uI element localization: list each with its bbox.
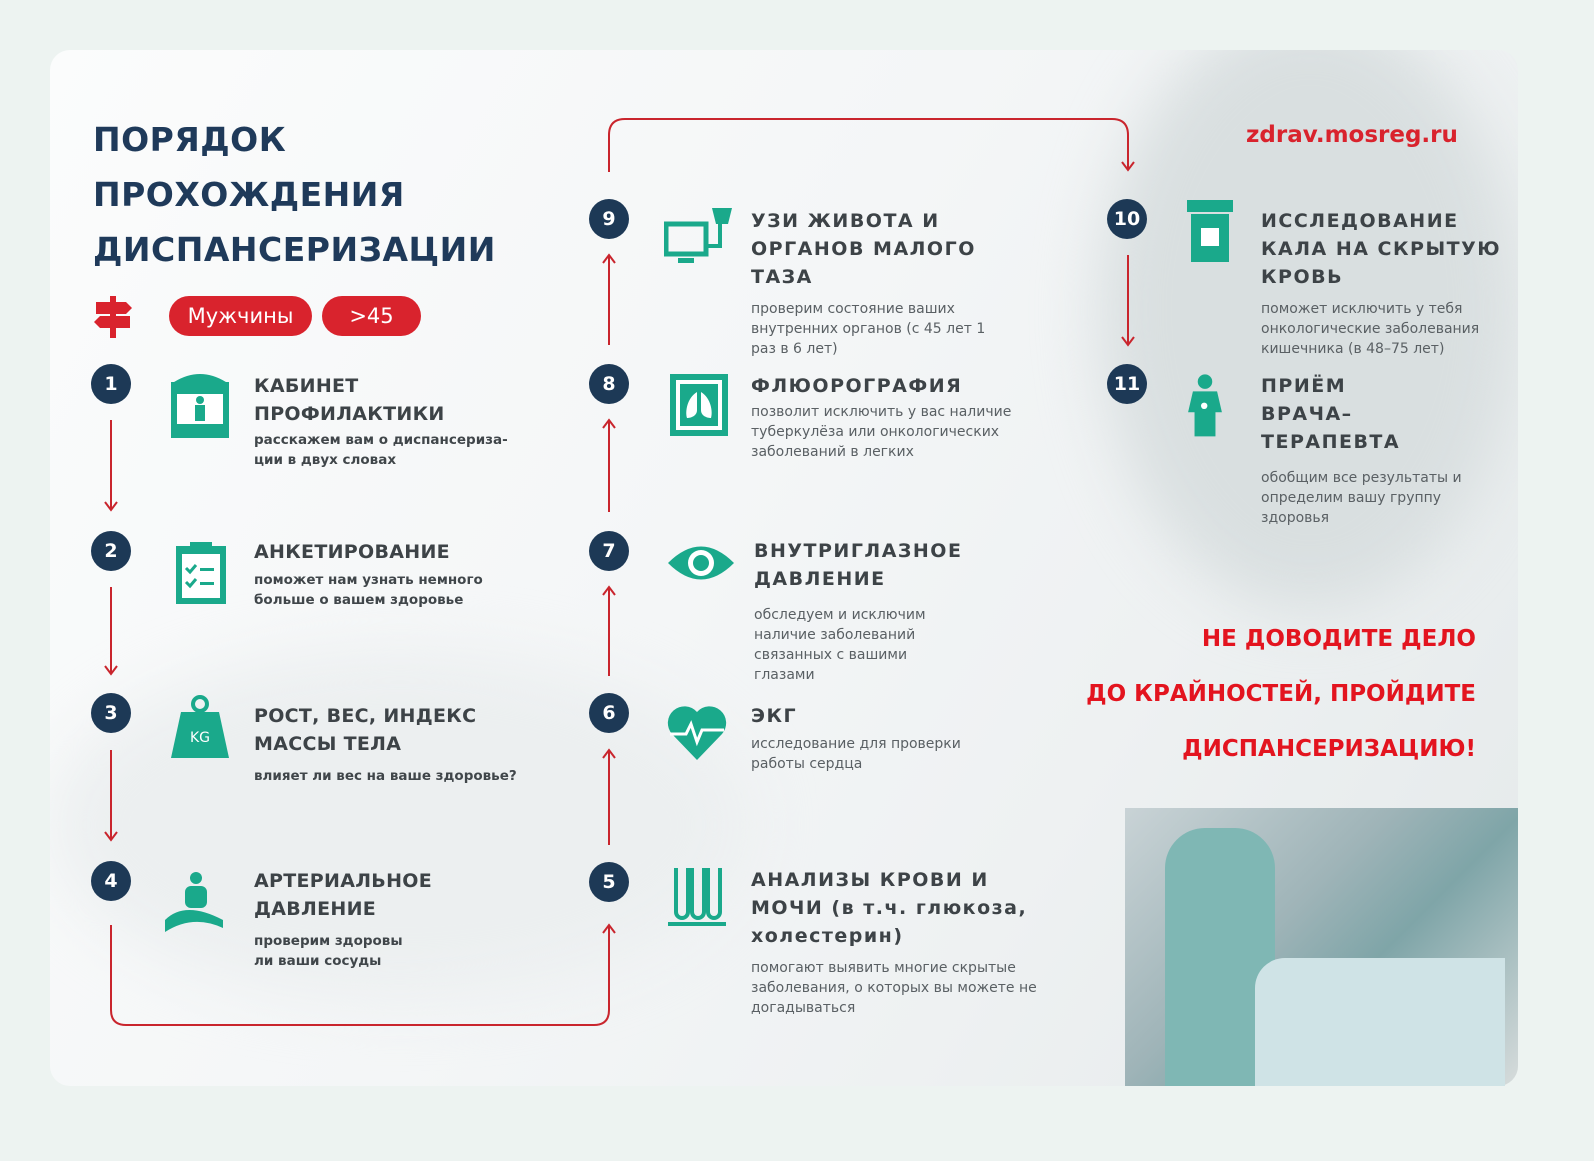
website-link[interactable]: zdrav.mosreg.ru [1246, 122, 1458, 148]
step-description: поможет нам узнать немного больше о ваше… [254, 572, 483, 608]
signpost-icon [94, 296, 132, 338]
weight-kg-icon: KG [171, 695, 229, 758]
gender-badge: Мужчины [169, 296, 312, 336]
background-hands-photo [50, 650, 750, 1000]
eye-icon [668, 546, 734, 580]
step-description: проверим состояние ваших внутренних орга… [751, 301, 986, 357]
step-card: ФЛЮОРОГРАФИЯ позволит исключить у вас нал… [751, 372, 1041, 462]
background-doctor-photo [1100, 50, 1518, 610]
heart-ecg-icon [667, 706, 727, 760]
slogan-line: НЕ ДОВОДИТЕ ДЕЛО [1201, 626, 1476, 652]
title-line: ПРОХОЖДЕНИЯ [93, 175, 405, 214]
step-card: АНАЛИЗЫ КРОВИ И МОЧИ (в т.ч. глюкоза, хо… [751, 866, 1071, 1018]
step-number: 10 [1107, 199, 1147, 239]
patient-bed [1255, 958, 1505, 1086]
call-to-action-slogan: НЕ ДОВОДИТЕ ДЕЛО ДО КРАЙНОСТЕЙ, ПРОЙДИТЕ… [1086, 612, 1476, 777]
step-description: обобщим все результаты и определим вашу … [1261, 470, 1462, 526]
step-number: 3 [91, 693, 131, 733]
hospital-photo [1125, 808, 1518, 1086]
step-title: ФЛЮОРОГРАФИЯ [751, 375, 963, 397]
step-card: АНКЕТИРОВАНИЕ поможет нам узнать немного … [254, 538, 544, 610]
step-title: КАБИНЕТ ПРОФИЛАКТИКИ [254, 375, 445, 425]
poster-card [50, 50, 1518, 1086]
page-title: ПОРЯДОК ПРОХОЖДЕНИЯ ДИСПАНСЕРИЗАЦИИ [93, 112, 496, 277]
step-title: АНАЛИЗЫ КРОВИ И МОЧИ (в т.ч. глюкоза, хо… [751, 869, 1028, 947]
step-number: 5 [589, 862, 629, 902]
step-number: 4 [91, 861, 131, 901]
step-title: ПРИЁМ ВРАЧА–ТЕРАПЕВТА [1261, 375, 1401, 453]
step-number: 1 [91, 364, 131, 404]
step-card: КАБИНЕТ ПРОФИЛАКТИКИ расскажем вам о дисп… [254, 372, 544, 470]
clipboard-checklist-icon [176, 542, 226, 604]
step-card: УЗИ ЖИВОТА И ОРГАНОВ МАЛОГО ТАЗА проверим… [751, 207, 1041, 359]
step-card: РОСТ, ВЕС, ИНДЕКС МАССЫ ТЕЛА влияет ли ве… [254, 702, 544, 786]
step-description: позволит исключить у вас наличие туберку… [751, 404, 1012, 460]
test-tubes-icon [668, 868, 726, 926]
step-number: 11 [1107, 364, 1147, 404]
step-card: ВНУТРИГЛАЗНОЕ ДАВЛЕНИЕ обследуем и исключ… [754, 537, 1044, 685]
step-card: ПРИЁМ ВРАЧА–ТЕРАПЕВТА обобщим все результ… [1261, 372, 1491, 528]
slogan-line: ДО КРАЙНОСТЕЙ, ПРОЙДИТЕ [1086, 681, 1476, 707]
step-title: ВНУТРИГЛАЗНОЕ ДАВЛЕНИЕ [754, 540, 963, 590]
step-title: АРТЕРИАЛЬНОЕ ДАВЛЕНИЕ [254, 870, 432, 920]
step-title: УЗИ ЖИВОТА И ОРГАНОВ МАЛОГО ТАЗА [751, 210, 976, 288]
step-description: помогают выявить многие скрытые заболева… [751, 960, 1037, 1016]
doctor-office-icon [171, 374, 229, 438]
step-title: РОСТ, ВЕС, ИНДЕКС МАССЫ ТЕЛА [254, 705, 477, 755]
step-title: ЭКГ [751, 705, 798, 727]
step-number: 9 [589, 199, 629, 239]
title-line: ДИСПАНСЕРИЗАЦИИ [93, 230, 496, 269]
step-number: 6 [589, 693, 629, 733]
step-card: ЭКГ исследование для проверки работы серд… [751, 702, 1041, 774]
blood-pressure-icon [165, 872, 223, 932]
title-line: ПОРЯДОК [93, 120, 287, 159]
doctor-icon [1188, 374, 1222, 437]
lungs-xray-icon [670, 374, 728, 436]
sample-container-icon [1187, 200, 1233, 262]
step-card: АРТЕРИАЛЬНОЕ ДАВЛЕНИЕ проверим здоровы ли… [254, 867, 544, 971]
step-title: ИССЛЕДОВАНИЕ КАЛА НА СКРЫТУЮ КРОВЬ [1261, 210, 1502, 288]
step-number: 7 [589, 531, 629, 571]
step-number: 8 [589, 364, 629, 404]
step-description: расскажем вам о диспансериза-ции в двух … [254, 432, 508, 468]
step-description: проверим здоровы ли ваши сосуды [254, 933, 403, 969]
step-number: 2 [91, 531, 131, 571]
age-badge: >45 [322, 296, 421, 336]
step-title: АНКЕТИРОВАНИЕ [254, 541, 450, 563]
slogan-line: ДИСПАНСЕРИЗАЦИЮ! [1182, 736, 1476, 762]
step-description: влияет ли вес на ваше здоровье? [254, 768, 517, 784]
ultrasound-monitor-icon [664, 208, 732, 263]
step-card: ИССЛЕДОВАНИЕ КАЛА НА СКРЫТУЮ КРОВЬ поможе… [1261, 207, 1521, 359]
step-description: исследование для проверки работы сердца [751, 736, 961, 772]
step-description: обследуем и исключим наличие заболеваний… [754, 607, 926, 683]
svg-text:KG: KG [190, 730, 210, 746]
step-description: поможет исключить у тебя онкологические … [1261, 301, 1480, 357]
